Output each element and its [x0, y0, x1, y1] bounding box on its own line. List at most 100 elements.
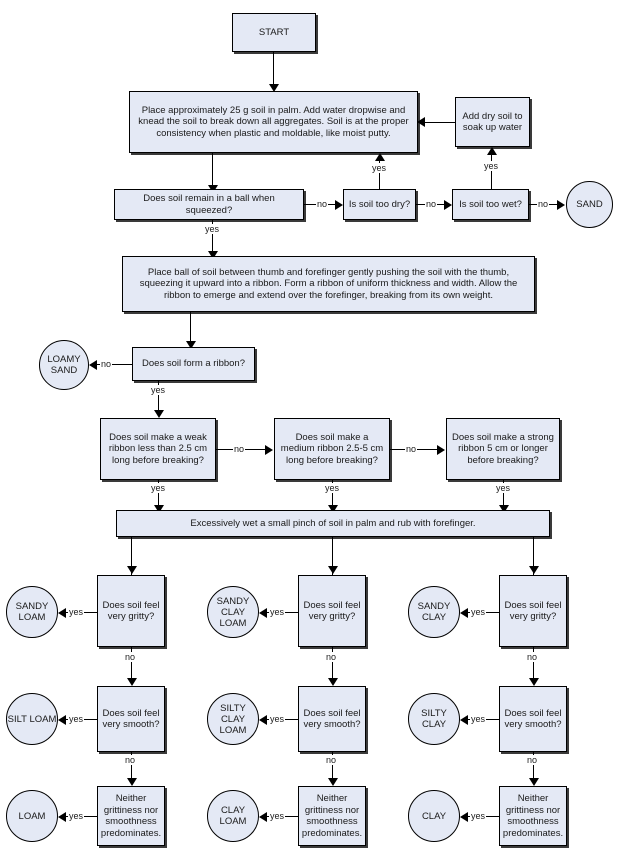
terminal-silt-loam[interactable]: SILT LOAM [6, 693, 58, 745]
node-question-too-dry[interactable]: Is soil too dry? [343, 189, 416, 220]
edge-label-yes: yes [150, 483, 167, 493]
arrowhead-left [259, 812, 267, 822]
arrowhead-down [208, 251, 218, 259]
terminal-loam[interactable]: LOAM [6, 790, 58, 842]
arrowhead-left [460, 608, 468, 618]
arrowhead-left [460, 812, 468, 822]
node-question-ribbon[interactable]: Does soil form a ribbon? [132, 347, 255, 381]
arrowhead-down [154, 505, 164, 513]
arrowhead-left [89, 360, 97, 370]
arrowhead-down [529, 566, 539, 574]
terminal-sandy-clay[interactable]: SANDY CLAY [408, 586, 460, 638]
arrowhead-right [265, 445, 273, 455]
node-question-medium-ribbon[interactable]: Does soil make a medium ribbon 2.5-5 cm … [274, 418, 390, 480]
node-question-smooth-1[interactable]: Does soil feel very smooth? [97, 686, 165, 752]
edge-label-no: no [124, 652, 137, 662]
terminal-clay[interactable]: CLAY [408, 790, 460, 842]
arrowhead-down [154, 410, 164, 418]
edge-label-no: no [537, 199, 550, 209]
edge-label-yes: yes [470, 714, 487, 724]
edge-label-no: no [405, 444, 418, 454]
arrowhead-down [328, 778, 338, 786]
node-step2[interactable]: Place ball of soil between thumb and for… [122, 256, 535, 312]
arrowhead-down [328, 678, 338, 686]
edge-weak-to-step3 [158, 480, 159, 508]
node-question-smooth-3[interactable]: Does soil feel very smooth? [499, 686, 567, 752]
node-question-gritty-3[interactable]: Does soil feel very gritty? [499, 575, 567, 647]
terminal-loamy-sand[interactable]: LOAMY SAND [39, 340, 89, 390]
edge-qribbon-to-loamysand [97, 364, 132, 365]
arrowhead-down [127, 778, 137, 786]
arrowhead-down [127, 566, 137, 574]
edge-label-yes: yes [68, 811, 85, 821]
edge-label-no: no [100, 359, 113, 369]
edge-label-yes: yes [204, 224, 221, 234]
edge-label-yes: yes [470, 607, 487, 617]
edge-label-yes: yes [324, 483, 341, 493]
node-question-gritty-2[interactable]: Does soil feel very gritty? [298, 575, 366, 647]
edge-step3-to-gritty1 [131, 537, 132, 576]
arrowhead-right [335, 200, 343, 210]
edge-label-yes: yes [483, 161, 500, 171]
node-start[interactable]: START [232, 13, 316, 52]
edge-label-yes: yes [68, 607, 85, 617]
edge-label-yes: yes [269, 811, 286, 821]
edge-label-no: no [526, 755, 539, 765]
edge-gritty3-to-smooth3 [533, 647, 534, 681]
node-step1[interactable]: Place approximately 25 g soil in palm. A… [129, 91, 418, 153]
terminal-silty-clay-loam[interactable]: SILTY CLAY LOAM [207, 693, 259, 745]
arrowhead-down [529, 678, 539, 686]
edge-medium-to-step3 [332, 480, 333, 508]
arrowhead-down [328, 505, 338, 513]
node-neither-2[interactable]: Neither grittiness nor smoothness predom… [298, 786, 366, 846]
arrowhead-up [375, 153, 385, 161]
edge-label-no: no [233, 444, 246, 454]
node-step3[interactable]: Excessively wet a small pinch of soil in… [116, 510, 550, 537]
edge-label-yes: yes [371, 163, 388, 173]
edge-label-yes: yes [269, 607, 286, 617]
node-question-too-wet[interactable]: Is soil too wet? [452, 189, 529, 220]
edge-qdry-to-step1 [379, 161, 380, 189]
arrowhead-down [499, 505, 509, 513]
edge-qwet-to-adddry [491, 155, 492, 189]
arrowhead-up [487, 147, 497, 155]
node-question-strong-ribbon[interactable]: Does soil make a strong ribbon 5 cm or l… [446, 418, 560, 480]
arrowhead-down [529, 778, 539, 786]
edge-smooth1-to-neither1 [131, 752, 132, 781]
edge-step1-to-qball [212, 153, 213, 187]
arrowhead-left [259, 715, 267, 725]
terminal-silty-clay[interactable]: SILTY CLAY [408, 693, 460, 745]
edge-strong-to-step3 [503, 480, 504, 508]
edge-gritty1-to-smooth1 [131, 647, 132, 681]
arrowhead-down [127, 678, 137, 686]
arrowhead-left [460, 715, 468, 725]
terminal-clay-loam[interactable]: CLAY LOAM [207, 790, 259, 842]
node-question-weak-ribbon[interactable]: Does soil make a weak ribbon less than 2… [100, 418, 216, 480]
edge-label-no: no [316, 199, 329, 209]
edge-smooth2-to-neither2 [332, 752, 333, 781]
arrowhead-left [58, 715, 66, 725]
edge-step2-to-qribbon [190, 312, 191, 344]
node-add-dry-soil[interactable]: Add dry soil to soak up water [455, 97, 530, 147]
arrowhead-right [437, 445, 445, 455]
node-neither-1[interactable]: Neither grittiness nor smoothness predom… [97, 786, 165, 846]
edge-label-no: no [124, 755, 137, 765]
edge-label-no: no [325, 652, 338, 662]
edge-label-no: no [425, 199, 438, 209]
arrowhead-right [557, 200, 565, 210]
arrowhead-left [259, 608, 267, 618]
node-question-ball[interactable]: Does soil remain in a ball when squeezed… [114, 189, 304, 220]
edge-start-to-step1 [273, 52, 274, 86]
node-question-gritty-1[interactable]: Does soil feel very gritty? [97, 575, 165, 647]
edge-label-yes: yes [495, 483, 512, 493]
node-question-smooth-2[interactable]: Does soil feel very smooth? [298, 686, 366, 752]
edge-label-no: no [325, 755, 338, 765]
terminal-sand[interactable]: SAND [566, 181, 613, 228]
terminal-sandy-loam[interactable]: SANDY LOAM [6, 586, 58, 638]
edge-label-yes: yes [150, 385, 167, 395]
terminal-sandy-clay-loam[interactable]: SANDY CLAY LOAM [207, 586, 259, 638]
edge-label-no: no [526, 652, 539, 662]
arrowhead-down [269, 84, 279, 92]
node-neither-3[interactable]: Neither grittiness nor smoothness predom… [499, 786, 567, 846]
